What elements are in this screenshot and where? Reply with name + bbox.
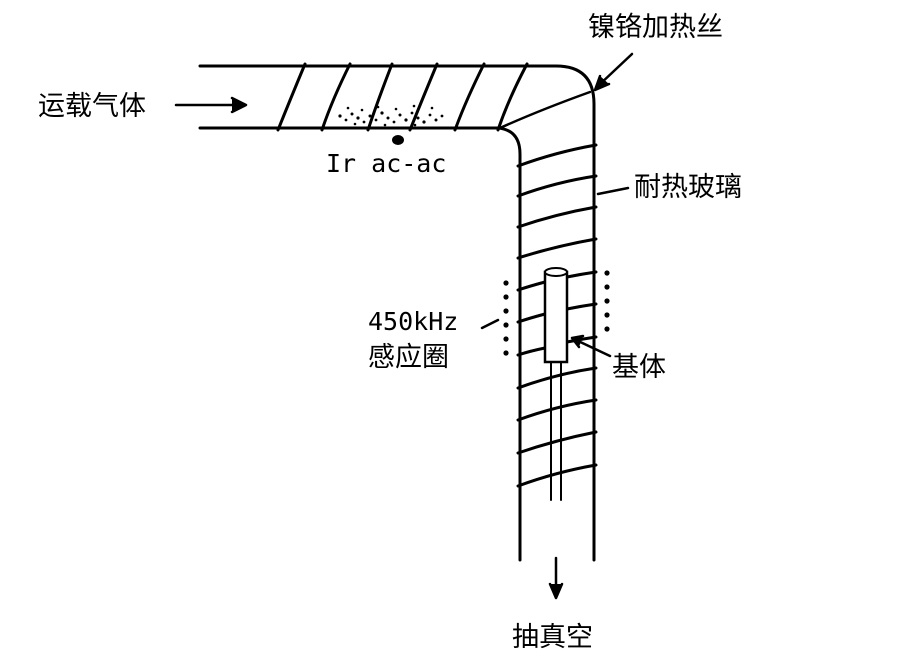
winding-v: [516, 280, 547, 292]
winding-v: [516, 312, 547, 324]
substrate-rod: [550, 361, 562, 501]
induction-coil-right: [604, 270, 610, 332]
leader-lines: [174, 52, 634, 600]
winding-v: [516, 398, 598, 422]
tube-inner-wall: [198, 126, 522, 562]
winding-v: [516, 366, 598, 390]
substrate-arrow: [574, 338, 612, 358]
substrate-arrowhead: [570, 334, 585, 349]
coil-leader: [480, 318, 500, 330]
label-coil-name: 感应圈: [368, 342, 449, 373]
winding-h: [366, 62, 394, 132]
winding-v: [516, 346, 547, 357]
winding-h: [276, 62, 307, 132]
winding-v: [516, 143, 598, 168]
label-heater-wire: 镍铬加热丝: [588, 12, 723, 43]
label-coil-freq: 450kHz: [368, 307, 458, 336]
winding-h: [320, 62, 352, 132]
winding-h: [408, 62, 439, 132]
winding-v: [565, 270, 598, 279]
label-vacuum: 抽真空: [512, 622, 593, 653]
winding-h: [496, 62, 529, 132]
heater-wire-arrowhead: [593, 74, 611, 92]
vacuum-arrowhead: [548, 582, 564, 600]
label-precursor: Ir ac-ac: [326, 149, 446, 178]
glass-leader: [596, 186, 630, 196]
winding-v: [565, 302, 598, 311]
label-glass: 耐热玻璃: [634, 172, 742, 203]
precursor-powder: [338, 104, 444, 145]
label-carrier-gas: 运载气体: [38, 91, 146, 122]
substrate: [543, 267, 569, 364]
winding-v: [516, 174, 598, 198]
substrate-body: [543, 270, 569, 364]
induction-coil-left: [503, 280, 509, 356]
winding-v: [516, 463, 598, 488]
winding-v: [516, 430, 598, 455]
substrate-top: [544, 267, 568, 277]
winding-v: [516, 205, 598, 229]
tube-bend-inner-edge: [498, 90, 592, 130]
heater-windings-horizontal: [276, 62, 529, 132]
winding-v: [516, 237, 598, 260]
label-substrate: 基体: [612, 352, 666, 383]
carrier-gas-arrowhead: [230, 96, 248, 114]
winding-h: [453, 62, 486, 132]
tube-outer-wall: [198, 64, 596, 562]
